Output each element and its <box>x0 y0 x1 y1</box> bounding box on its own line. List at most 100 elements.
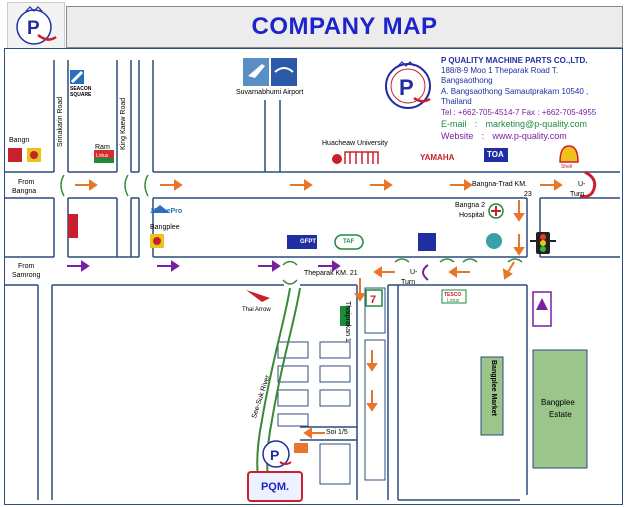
ram-label: Ram <box>95 144 110 151</box>
bangplee-icon <box>150 234 164 248</box>
tesco-label: TESCO <box>444 292 462 298</box>
hospital-icon <box>488 203 504 219</box>
uturn-2-label-b: Turn <box>401 279 416 286</box>
route-arrows-orange <box>75 179 563 439</box>
pq-logo-top: P <box>7 2 65 50</box>
bangplee-market-block <box>480 356 504 436</box>
hospital-label-2: Hospital <box>459 212 485 219</box>
airport-label: Suvarnabhumi Airport <box>236 89 304 96</box>
tesco-lotus-icon <box>441 289 467 304</box>
block-edge <box>397 285 520 501</box>
bangplee-market-label: Bangplee Market <box>490 360 497 417</box>
right-sign-icon <box>532 291 552 327</box>
leaf-icon <box>486 233 502 249</box>
lotus-top-label: Lotus <box>96 153 109 159</box>
taf-icon <box>334 234 364 250</box>
uturn-arc-2 <box>422 264 429 281</box>
bangplee-estate-block <box>532 349 588 469</box>
lotus-icon-top <box>94 150 114 163</box>
thai-arrow-label: Thai Arrow <box>242 307 271 313</box>
website-link[interactable]: www.p-quality.com <box>492 131 567 141</box>
soi-label: Soi 1/5 <box>326 429 348 436</box>
from-samrong-label-1: From <box>18 263 35 270</box>
airport-icon <box>243 58 297 86</box>
bangna-trad-km-label: 23 <box>524 191 532 198</box>
uturn-2-label-a: U- <box>410 269 418 276</box>
left-sign-icon <box>68 214 78 238</box>
thaiprakan-road <box>356 285 389 500</box>
bangplee-estate-label-2: Estate <box>549 410 572 419</box>
seacon-label: SEACON SQUARE <box>70 86 92 98</box>
pq-destination-shop-icon <box>294 443 308 453</box>
email-link[interactable]: marketing@p-quality.com <box>485 119 588 129</box>
shell-icon <box>559 145 579 163</box>
email-label: E-mail <box>441 119 467 129</box>
company-address-1: 188/8-9 Moo 1 Theparak Road T. <box>441 66 559 75</box>
side-road <box>138 60 154 257</box>
uturn-arc-1 <box>579 170 597 199</box>
svg-text:7: 7 <box>370 294 376 306</box>
theparak-label: Theparak KM. 21 <box>304 270 358 277</box>
email-separator: : <box>474 119 478 129</box>
homepro-label: HomePro <box>151 208 183 215</box>
bangna-label: Bangn <box>9 137 30 144</box>
huacheaw-icon <box>332 151 379 164</box>
pqm-label: PQM. <box>260 480 290 493</box>
bangna-icon <box>8 148 41 162</box>
bangna-trad-label: Bangna-Trad KM. <box>472 181 527 188</box>
website-label: Website <box>441 131 474 141</box>
company-address-3: A. Bangsaothong Samautprakarn 10540 , <box>441 87 589 96</box>
from-bangna-label-2: Bangna <box>12 188 37 195</box>
srinakarin-road-label: Srinakarin Road <box>57 96 64 147</box>
company-address-4: Thailand <box>441 97 472 106</box>
pqm-destination-button[interactable]: PQM. <box>247 471 303 502</box>
website-separator: : <box>481 131 485 141</box>
seacon-icon <box>70 70 84 84</box>
company-email-row: E-mail : marketing@p-quality.com <box>441 119 587 129</box>
from-samrong-label-2: Samrong <box>12 272 41 279</box>
uturn-1-label-b: Turn <box>570 191 585 198</box>
toa-label: TOA <box>487 150 504 159</box>
left-road <box>37 285 53 500</box>
seven-eleven-icon: 7 <box>365 289 383 307</box>
hospital-label-1: Bangna 2 <box>455 202 485 209</box>
company-name: P QUALITY MACHINE PARTS CO.,LTD. <box>441 56 588 65</box>
junction-curves <box>60 174 523 285</box>
svg-text:P: P <box>27 18 40 39</box>
taf-label: TAF <box>343 239 355 245</box>
from-bangna-label-1: From <box>18 179 35 186</box>
map-frame <box>4 48 623 505</box>
title-bar: COMPANY MAP <box>66 6 623 48</box>
page-title: COMPANY MAP <box>251 13 438 40</box>
homepro-icon <box>150 205 170 213</box>
king-kaew-road-label: King Kaew Road <box>120 97 127 150</box>
gfpt-icon <box>287 235 317 249</box>
airport-road <box>264 100 281 172</box>
lotus-label: Lotus <box>447 298 460 304</box>
shell-label: Shell <box>561 164 573 170</box>
toa-icon <box>484 148 508 162</box>
king-kaew-road <box>116 60 132 257</box>
pq-destination-icon: P <box>262 440 292 468</box>
pq-logo-company-icon: P <box>385 61 431 109</box>
huacheaw-label: Huacheaw University <box>322 140 388 147</box>
srinakarin-road <box>53 60 69 257</box>
company-website-row: Website : www.p-quality.com <box>441 131 567 141</box>
soi-road <box>300 426 357 441</box>
svg-text:P: P <box>399 75 414 100</box>
small-sign-icon <box>340 306 350 326</box>
factory-icon <box>418 233 436 251</box>
route-arrows-purple <box>67 260 341 272</box>
thaiprakan-label: Thaiprakan 1 <box>344 301 351 342</box>
company-tel-fax: Tel : +662-705-4514-7 Fax : +662-705-495… <box>441 108 597 117</box>
yamaha-label: YAMAHA <box>420 153 455 162</box>
pq-logo-icon: P <box>16 6 57 45</box>
bangplee-estate-label-1: Bangplee <box>541 398 575 407</box>
thai-arrow-icon <box>246 290 270 302</box>
company-address-2: Bangsaothong <box>441 76 493 85</box>
uturn-1-label-a: U- <box>578 181 586 188</box>
gfpt-label: GFPT <box>300 239 316 245</box>
bangplee-label: Bangplee <box>150 224 180 231</box>
